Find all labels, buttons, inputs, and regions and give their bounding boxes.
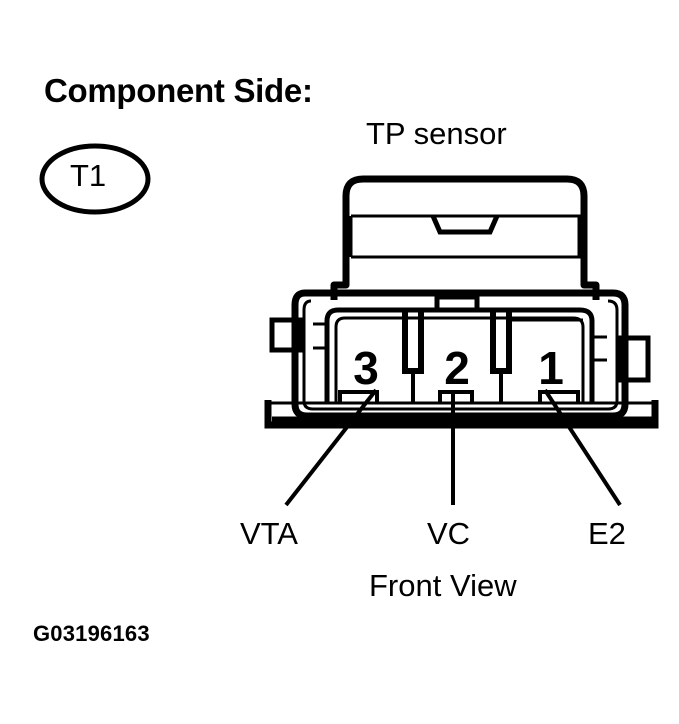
connector-cap-outline <box>342 175 588 289</box>
wall-rib-left <box>313 322 327 350</box>
bottom-flange-outline <box>264 400 659 429</box>
view-caption: Front View <box>369 568 517 603</box>
connector-id-oval <box>39 143 151 215</box>
pin-signal-label-e2: E2 <box>588 516 626 551</box>
pin-number-left: 3 <box>353 342 379 394</box>
figure-id-label: G03196163 <box>33 621 150 646</box>
cavity-opening-outline <box>324 307 595 404</box>
cavity-foot-notch-right <box>538 390 580 404</box>
cap-latch-notch <box>430 214 500 235</box>
component-name-label: TP sensor <box>366 116 507 151</box>
connector-id-label: T1 <box>70 158 107 193</box>
leader-line-vta <box>284 388 378 507</box>
leader-line-e2 <box>543 388 622 507</box>
side-tab-left <box>269 317 303 353</box>
cavity-opening-inner <box>334 316 585 404</box>
side-tab-right <box>617 335 651 383</box>
pin-signal-label-vc: VC <box>427 516 471 551</box>
pin-number-middle: 2 <box>444 342 470 394</box>
page-title: Component Side: <box>44 72 313 109</box>
wall-rib-right <box>592 335 607 362</box>
connector-body-inner-wall <box>302 299 619 411</box>
connector-body-outline <box>291 289 629 420</box>
cavity-key-notch-middle <box>434 294 480 310</box>
cavity-foot-notch-middle <box>438 390 474 404</box>
pin-number-right: 1 <box>538 342 564 394</box>
cap-inner-panel <box>351 214 581 259</box>
cavity-foot-notch-left <box>338 390 379 404</box>
pin-signal-label-vta: VTA <box>240 516 298 551</box>
